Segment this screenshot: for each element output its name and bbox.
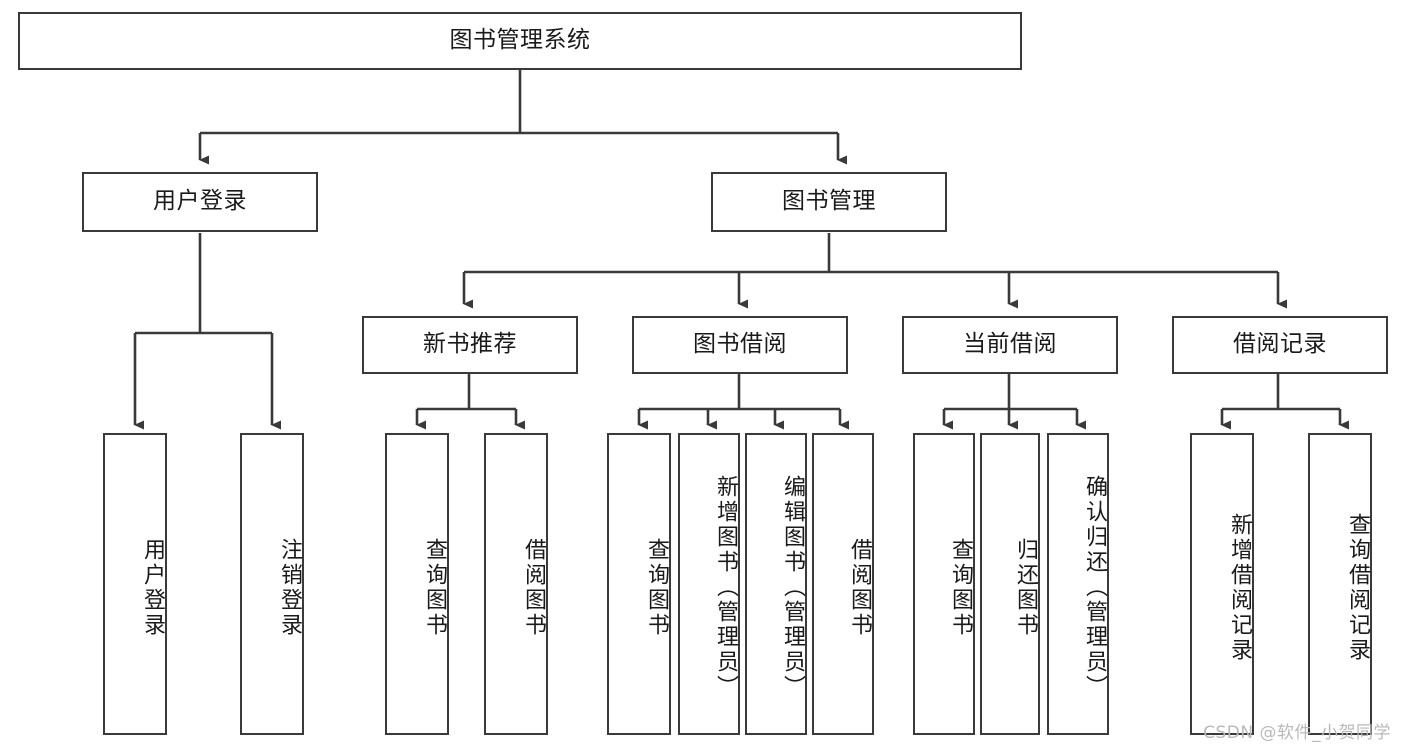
node-label: 借阅记录 xyxy=(1233,331,1327,358)
node-label: 新增图书（管理员） xyxy=(713,474,738,700)
node-label: 新书推荐 xyxy=(423,331,517,358)
node-user-login[interactable]: 用户登录 xyxy=(82,172,318,232)
node-leaf-add-borrow-record[interactable]: 新增借阅记录 xyxy=(1190,433,1254,735)
node-leaf-query-borrow-record[interactable]: 查询借阅记录 xyxy=(1308,433,1372,735)
node-label: 借阅图书 xyxy=(847,538,872,638)
node-label: 当前借阅 xyxy=(963,331,1057,358)
node-book-management[interactable]: 图书管理 xyxy=(711,172,947,232)
node-label: 借阅图书 xyxy=(521,538,546,638)
node-leaf-borrow-book-recommendation[interactable]: 借阅图书 xyxy=(484,433,548,735)
node-label: 归还图书 xyxy=(1013,538,1038,638)
node-leaf-query-book-recommendation[interactable]: 查询图书 xyxy=(385,433,449,735)
node-leaf-add-book-admin[interactable]: 新增图书（管理员） xyxy=(678,433,740,735)
watermark-text: CSDN @软件_小贺同学 xyxy=(1203,723,1391,743)
node-leaf-user-login[interactable]: 用户登录 xyxy=(103,433,167,735)
node-label: 图书管理 xyxy=(782,188,876,215)
node-current-borrow[interactable]: 当前借阅 xyxy=(902,316,1118,374)
node-leaf-query-book-current[interactable]: 查询图书 xyxy=(913,433,975,735)
node-label: 用户登录 xyxy=(153,188,247,215)
node-new-book-recommendation[interactable]: 新书推荐 xyxy=(362,316,578,374)
node-label: 查询图书 xyxy=(644,538,669,638)
node-label: 编辑图书（管理员） xyxy=(780,474,805,700)
node-label: 查询借阅记录 xyxy=(1345,513,1370,663)
node-label: 查询图书 xyxy=(948,538,973,638)
node-label: 新增借阅记录 xyxy=(1227,513,1252,663)
node-borrow-record[interactable]: 借阅记录 xyxy=(1172,316,1388,374)
node-leaf-confirm-return-admin[interactable]: 确认归还（管理员） xyxy=(1047,433,1109,735)
node-leaf-query-book-borrow[interactable]: 查询图书 xyxy=(607,433,671,735)
node-label: 确认归还（管理员） xyxy=(1082,474,1107,700)
node-label: 查询图书 xyxy=(422,538,447,638)
node-label: 图书管理系统 xyxy=(449,27,591,54)
node-label: 注销登录 xyxy=(277,538,302,638)
node-root-book-management-system[interactable]: 图书管理系统 xyxy=(18,12,1022,70)
node-leaf-borrow-book-borrow[interactable]: 借阅图书 xyxy=(812,433,874,735)
node-label: 图书借阅 xyxy=(693,331,787,358)
node-leaf-edit-book-admin[interactable]: 编辑图书（管理员） xyxy=(745,433,807,735)
node-leaf-user-logout[interactable]: 注销登录 xyxy=(240,433,304,735)
node-label: 用户登录 xyxy=(140,538,165,638)
node-book-borrow[interactable]: 图书借阅 xyxy=(632,316,848,374)
node-leaf-return-book[interactable]: 归还图书 xyxy=(980,433,1040,735)
